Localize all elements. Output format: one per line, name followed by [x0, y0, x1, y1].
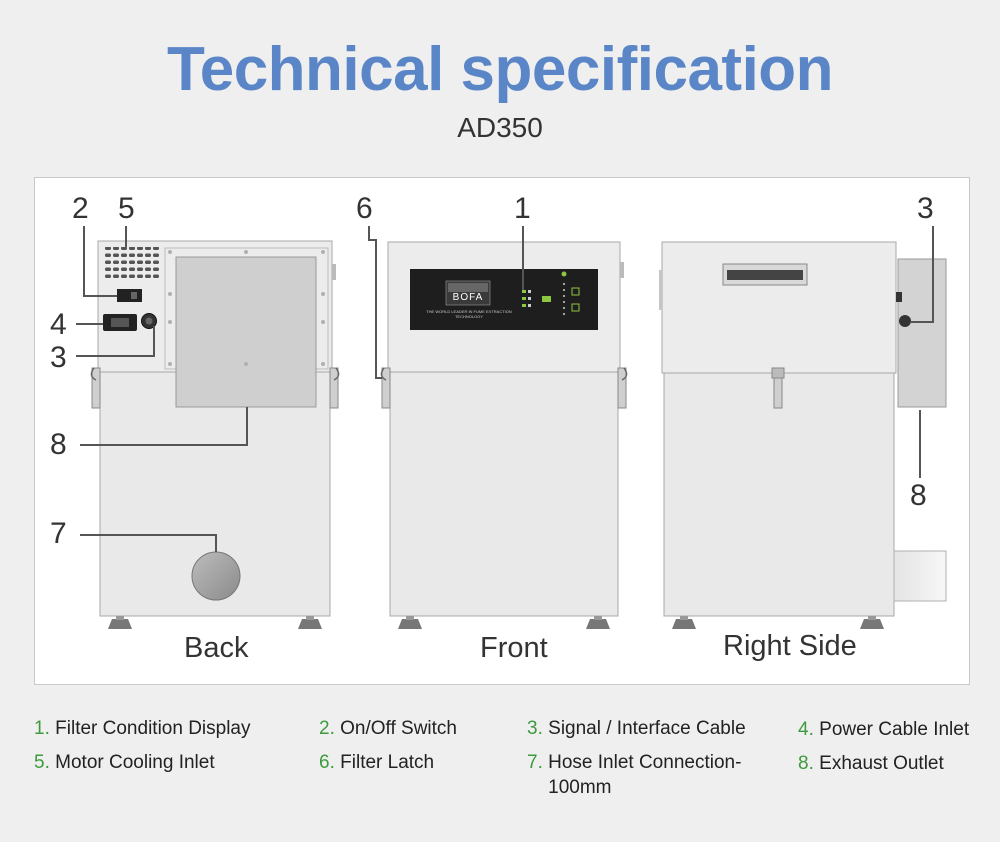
legend-text: Filter Latch: [340, 752, 435, 773]
side-hose-stub: [893, 550, 947, 602]
legend-item-6: 6. Filter Latch: [319, 751, 434, 776]
callout-front-6: 6: [356, 192, 373, 225]
callout-back-8: 8: [50, 428, 67, 461]
legend-item-4: 4. Power Cable Inlet: [798, 718, 969, 743]
back-view: [76, 226, 340, 629]
bofa-tagline: THE WORLD LEADER IN FUME EXTRACTION TECH…: [426, 309, 512, 319]
legend-number: 4.: [798, 719, 814, 740]
callout-back-2: 2: [72, 192, 89, 225]
legend-number: 8.: [798, 753, 814, 774]
legend-number: 5.: [34, 752, 50, 773]
page-title: Technical specification: [166, 35, 834, 104]
legend-text: Hose Inlet Connection- 100mm: [548, 752, 742, 798]
control-panel: [410, 269, 598, 330]
callout-back-4: 4: [50, 308, 67, 341]
legend-text: Power Cable Inlet: [819, 719, 970, 740]
front-lower-body: [389, 371, 619, 617]
legend-item-8: 8. Exhaust Outlet: [798, 752, 944, 777]
legend-number: 6.: [319, 752, 335, 773]
right-side-view: [659, 226, 947, 629]
hose-inlet: [191, 551, 241, 601]
legend-item-5: 5. Motor Cooling Inlet: [34, 751, 215, 776]
legend-text: Exhaust Outlet: [819, 753, 944, 774]
legend-text: Motor Cooling Inlet: [55, 752, 215, 773]
on-off-switch: [117, 289, 142, 302]
rear-exhaust-box: [897, 258, 947, 408]
bofa-logo: BOFA: [452, 292, 484, 303]
view-label-right-side: Right Side: [723, 630, 857, 662]
legend-item-2: 2. On/Off Switch: [319, 717, 457, 742]
callout-back-5: 5: [118, 192, 135, 225]
legend-item-1: 1. Filter Condition Display: [34, 717, 251, 742]
motor-cooling-vents: [103, 247, 161, 279]
legend-number: 1.: [34, 718, 50, 739]
exhaust-plate: [175, 256, 317, 408]
view-label-back: Back: [184, 632, 249, 664]
legend-text: On/Off Switch: [340, 718, 457, 739]
legend-item-3: 3. Signal / Interface Cable: [527, 717, 746, 742]
callout-side-3: 3: [917, 192, 934, 225]
callout-back-7: 7: [50, 517, 67, 550]
model-name: AD350: [457, 112, 543, 143]
front-view: [368, 226, 628, 629]
legend-number: 3.: [527, 718, 543, 739]
side-lower-body: [663, 372, 895, 617]
side-upper-body: [661, 241, 897, 374]
callout-front-1: 1: [514, 192, 531, 225]
legend-number: 7.: [527, 752, 543, 773]
legend-text: Filter Condition Display: [55, 718, 251, 739]
callout-side-8: 8: [910, 479, 927, 512]
legend-item-7: 7. Hose Inlet Connection- 100mm: [527, 751, 777, 800]
view-label-front: Front: [480, 632, 548, 664]
legend-number: 2.: [319, 718, 335, 739]
callout-back-3: 3: [50, 341, 67, 374]
legend-text: Signal / Interface Cable: [548, 718, 746, 739]
